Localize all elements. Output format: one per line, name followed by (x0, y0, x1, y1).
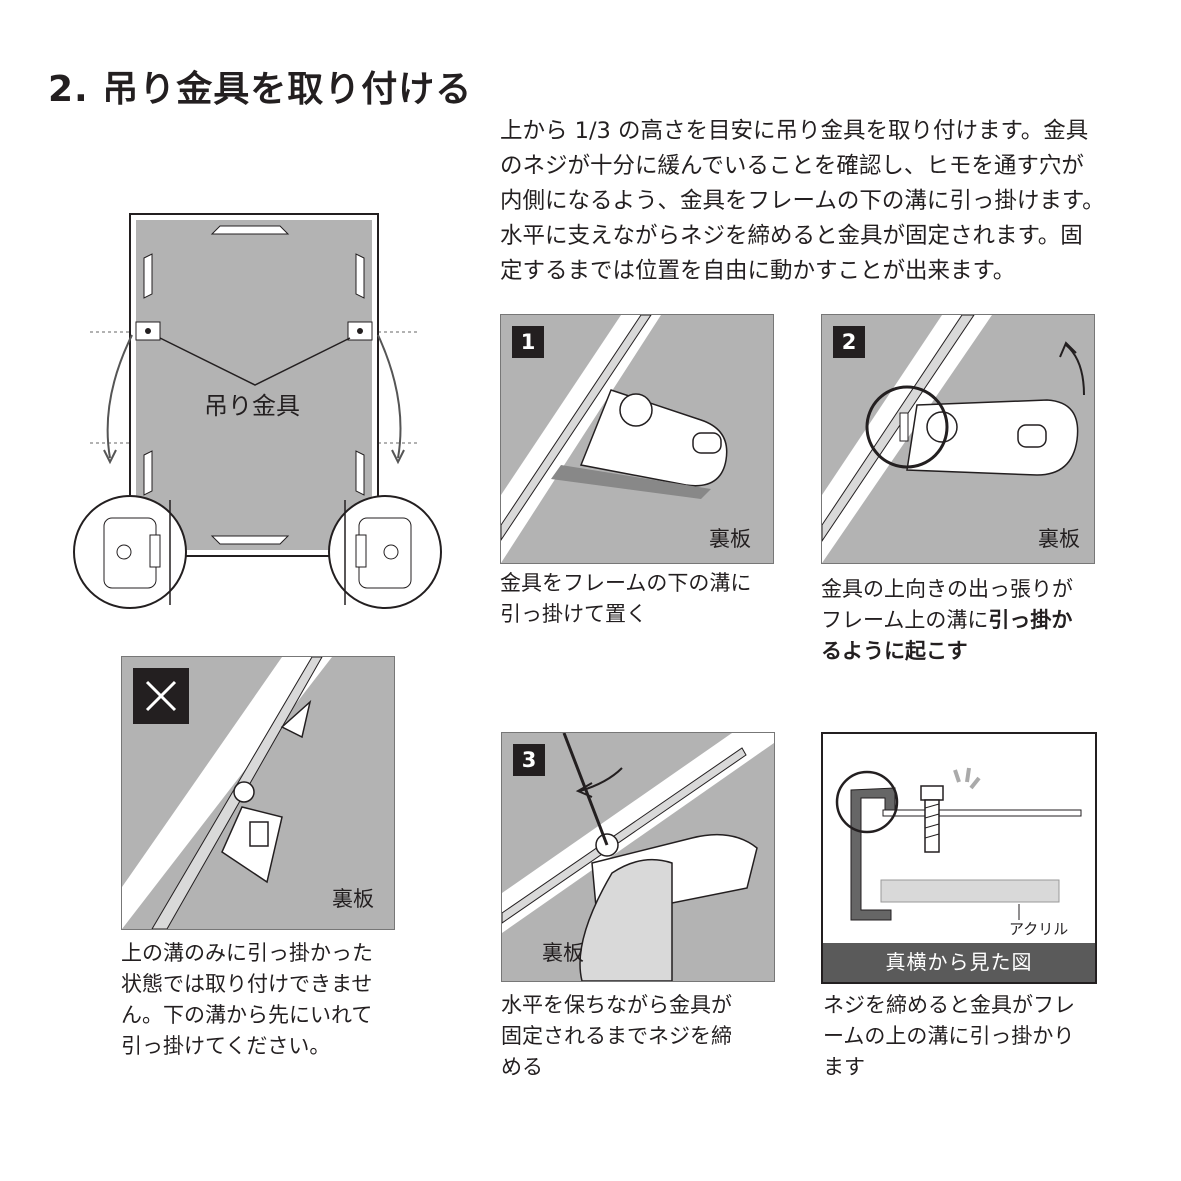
backboard-label: 裏板 (542, 941, 584, 965)
step-number-badge: 1 (512, 326, 544, 358)
side-view-caption-bar: 真横から見た図 (823, 943, 1095, 982)
step-3-panel: 3 裏板 (501, 732, 775, 982)
backboard-label: 裏板 (332, 887, 374, 911)
intro-line: 内側になるよう、金具をフレームの下の溝に引っ掛けます。 (500, 188, 1105, 214)
caption-bold: るように起こす (821, 639, 968, 663)
backboard-label: 裏板 (1038, 527, 1080, 551)
caption-line: 上の溝のみに引っ掛かった (121, 941, 373, 965)
caption-line: 固定されるまでネジを締 (501, 1024, 732, 1048)
step-3-caption: 水平を保ちながら金具が 固定されるまでネジを締 める (501, 990, 732, 1083)
x-mark-icon (133, 668, 189, 724)
wrong-example-panel: 裏板 (121, 656, 395, 930)
step-2-illustration (822, 315, 1094, 563)
frame-overview-diagram: 吊り金具 (60, 200, 460, 620)
caption-line: 金具の上向きの出っ張りが (821, 577, 1073, 601)
step-2-panel: 2 裏板 (821, 314, 1095, 564)
caption-bold: 引っ掛か (988, 608, 1073, 632)
caption-line: 引っ掛けてください。 (121, 1034, 331, 1058)
step-2-caption: 金具の上向きの出っ張りが フレーム上の溝に引っ掛か るように起こす (821, 574, 1073, 667)
caption-line: ん。下の溝から先にいれて (121, 1003, 373, 1027)
caption-line: 水平を保ちながら金具が (501, 993, 732, 1017)
step-1-panel: 1 裏板 (500, 314, 774, 564)
caption-line: 金具をフレームの下の溝に (500, 571, 752, 595)
step-number-badge: 2 (833, 326, 865, 358)
caption-line: ームの上の溝に引っ掛かり (823, 1024, 1075, 1048)
intro-paragraph: 上から 1/3 の高さを目安に吊り金具を取り付けます。金具 のネジが十分に緩んで… (500, 114, 1160, 289)
intro-line: 定するまでは位置を自由に動かすことが出来ます。 (500, 258, 1016, 284)
intro-line: 水平に支えながらネジを締めると金具が固定されます。固 (500, 223, 1083, 249)
step-number-badge: 3 (513, 744, 545, 776)
caption-line: ネジを締めると金具がフレ (823, 993, 1075, 1017)
frame-overview-svg (73, 213, 442, 609)
backboard-label: 裏板 (709, 527, 751, 551)
bracket-label: 吊り金具 (204, 392, 300, 420)
caption-line: 引っ掛けて置く (500, 602, 647, 626)
caption-plain: フレーム上の溝に (821, 608, 989, 632)
intro-line: 上から 1/3 の高さを目安に吊り金具を取り付けます。金具 (500, 118, 1089, 144)
step-1-illustration (501, 315, 773, 563)
side-view-panel: アクリル 真横から見た図 (821, 732, 1097, 984)
wrong-caption: 上の溝のみに引っ掛かった 状態では取り付けできませ ん。下の溝から先にいれて 引… (121, 938, 373, 1062)
caption-line: ます (823, 1055, 865, 1079)
caption-line: める (501, 1055, 543, 1079)
acrylic-label: アクリル (1009, 920, 1069, 938)
page-title: 2. 吊り金具を取り付ける (48, 69, 473, 110)
step-3-illustration (502, 733, 774, 981)
caption-line: るように起こす (821, 636, 1073, 667)
caption-line: フレーム上の溝に引っ掛か (821, 605, 1073, 636)
step-1-caption: 金具をフレームの下の溝に 引っ掛けて置く (500, 568, 751, 630)
side-view-illustration (823, 734, 1095, 944)
caption-line: 状態では取り付けできませ (121, 972, 373, 996)
side-view-caption: ネジを締めると金具がフレ ームの上の溝に引っ掛かり ます (823, 990, 1075, 1083)
intro-line: のネジが十分に緩んでいることを確認し、ヒモを通す穴が (500, 153, 1084, 179)
